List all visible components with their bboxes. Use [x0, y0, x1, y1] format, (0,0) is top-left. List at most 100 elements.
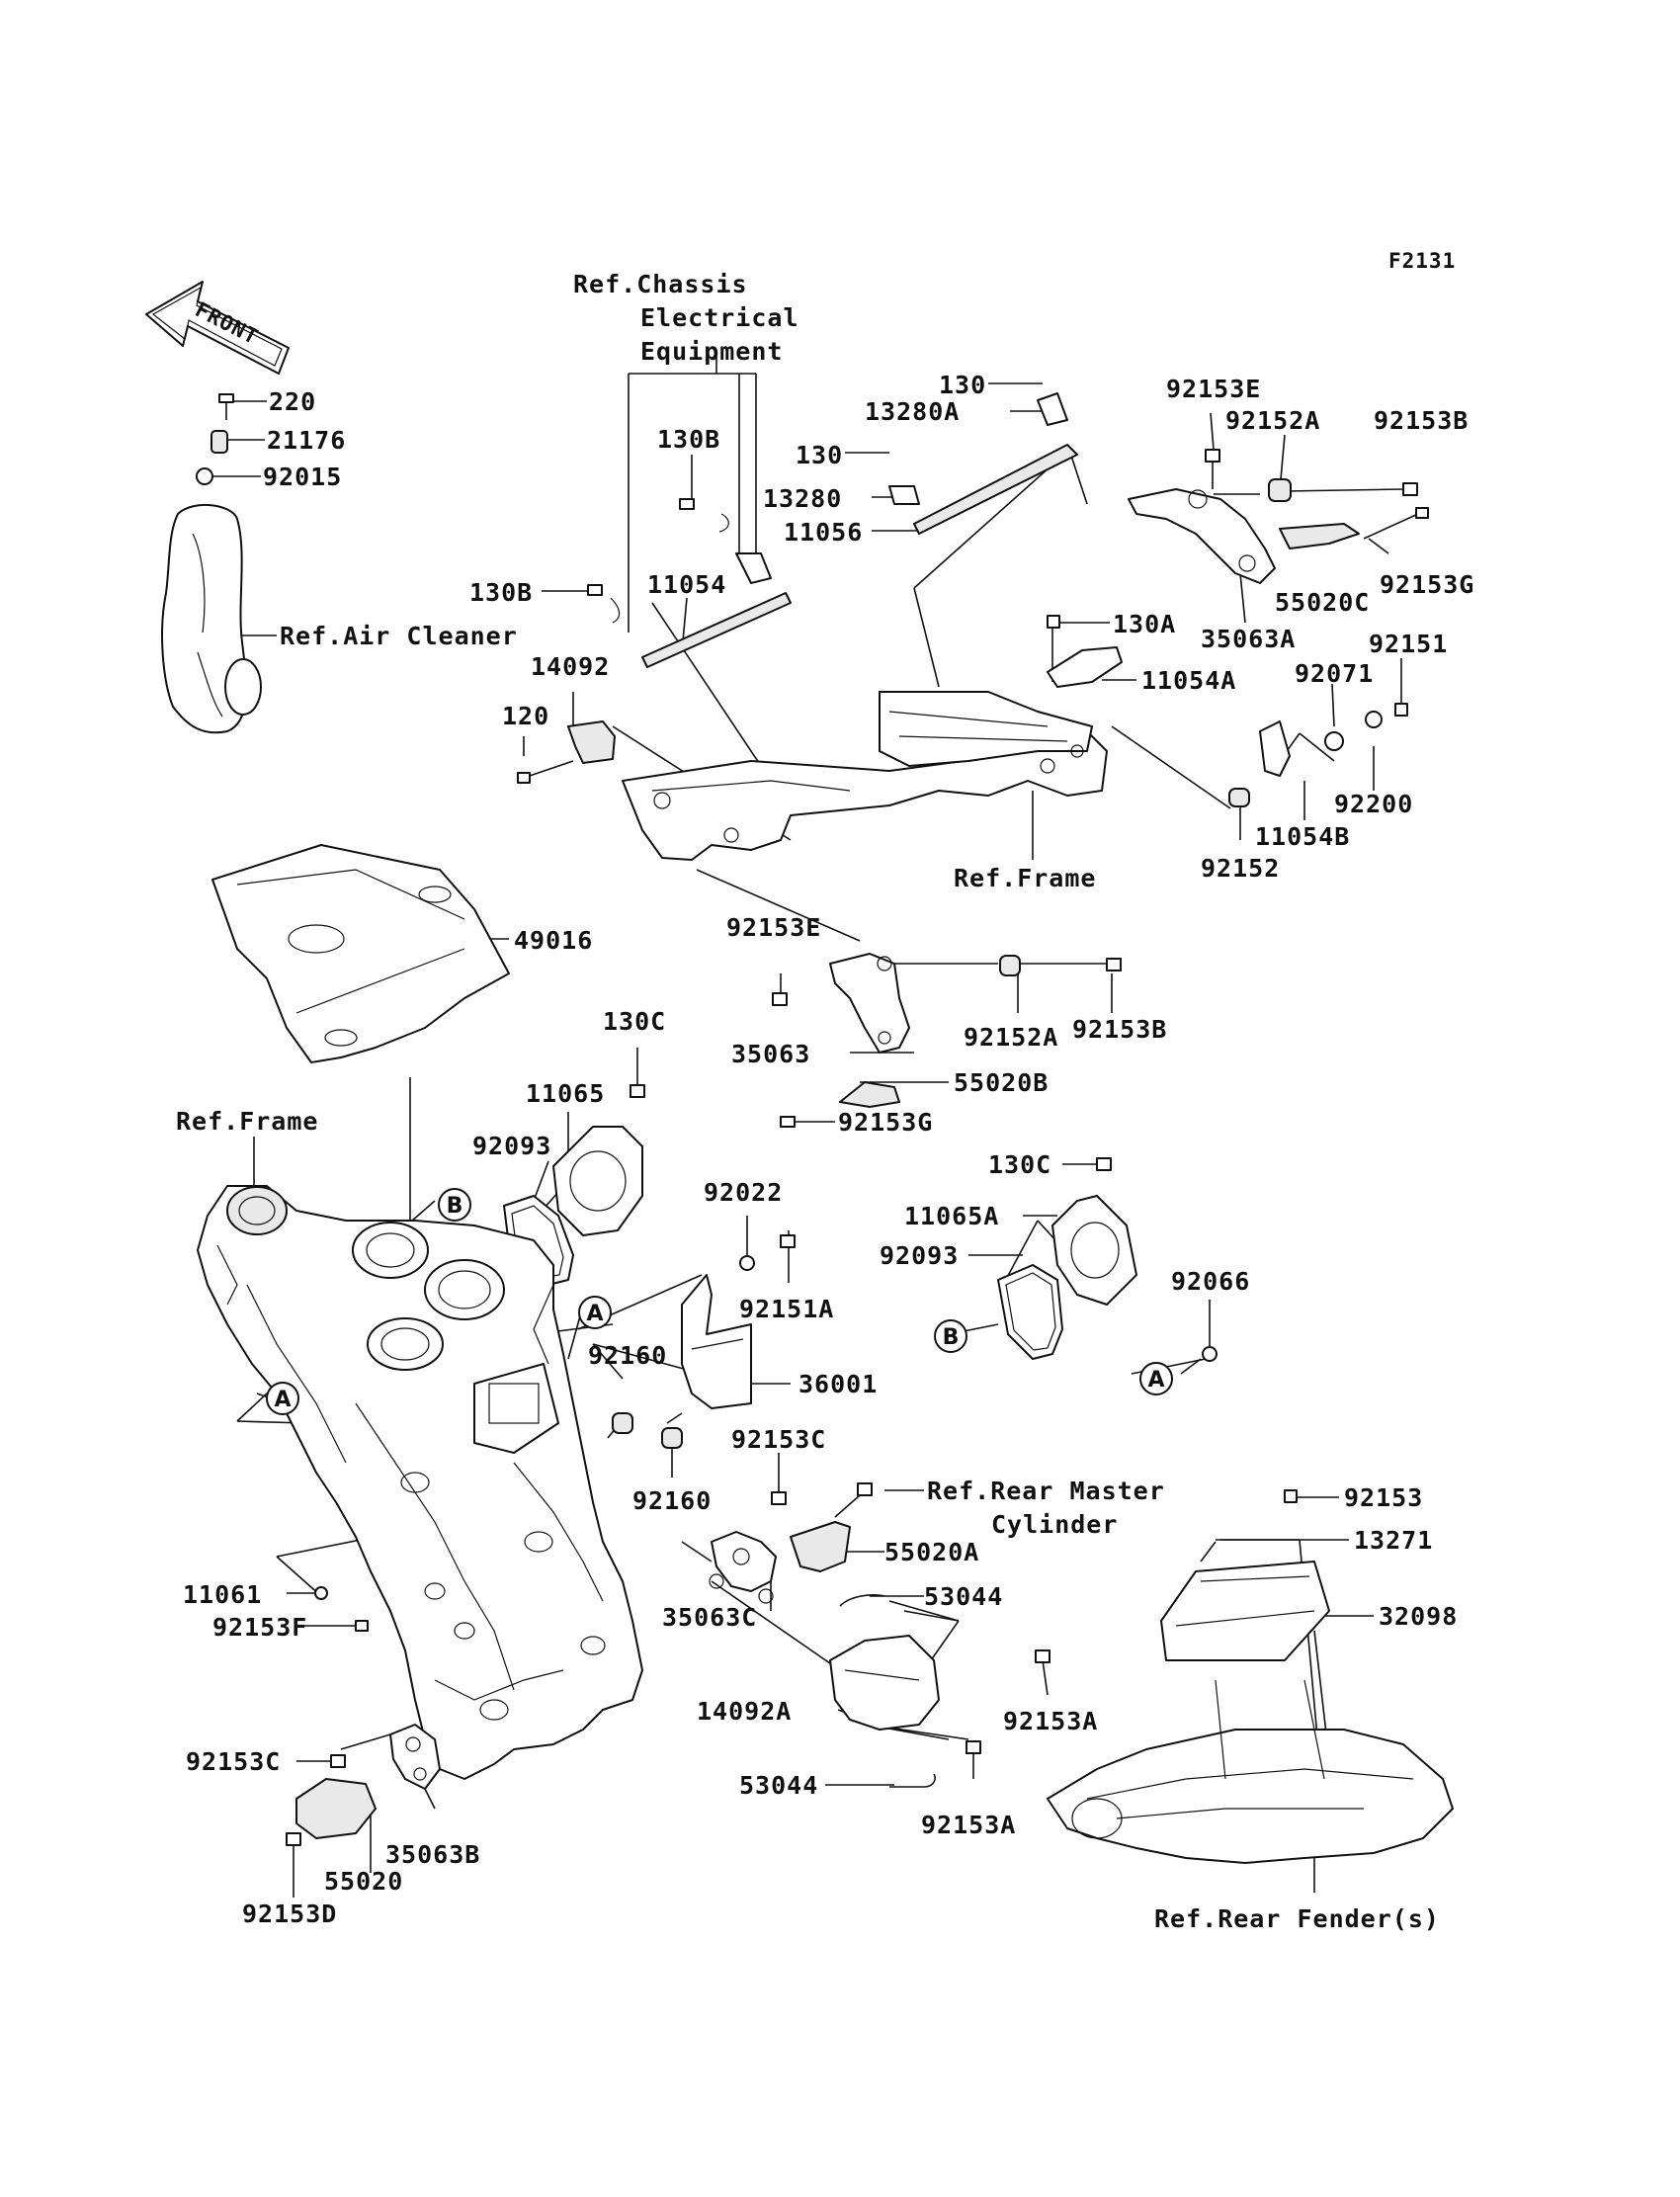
svg-text:B: B	[447, 1194, 463, 1219]
part-number-labels: 220 21176 92015 130 13280A 130B 130 1328…	[183, 371, 1474, 1928]
part-label: 55020B	[954, 1068, 1049, 1097]
bolt-92153G-icon	[1415, 507, 1429, 519]
part-label: 130B	[657, 425, 720, 454]
part-label: 36001	[798, 1370, 878, 1398]
part-label: 11054A	[1141, 666, 1236, 695]
ref-chassis-electrical: Ref.Chassis	[573, 270, 748, 298]
part-label: 92153B	[1072, 1015, 1167, 1044]
rear-fender	[1047, 1679, 1454, 1864]
part-label: 11056	[784, 518, 863, 547]
ref-rear-master: Ref.Rear Master	[927, 1477, 1165, 1505]
part-label: 55020	[324, 1867, 403, 1896]
part-label: 92066	[1171, 1267, 1250, 1296]
bracket-11056	[888, 392, 1078, 535]
part-label: 92200	[1334, 790, 1413, 818]
part-label: 92153E	[1166, 375, 1261, 403]
part-label: 11054	[647, 570, 726, 599]
bolt-120-icon	[517, 760, 574, 784]
bolt-92151A-icon	[780, 1234, 796, 1248]
bushing-92160-icon	[612, 1412, 683, 1449]
part-label: 14092A	[697, 1697, 792, 1726]
frame-main-left	[197, 1185, 643, 1780]
part-label: 92015	[263, 463, 342, 491]
part-label: 11065	[526, 1079, 605, 1108]
part-label: 11054B	[1255, 822, 1350, 851]
marker-a-2: A	[578, 1296, 612, 1329]
part-label: 53044	[924, 1582, 1003, 1611]
cover-49016	[211, 844, 510, 1063]
part-label: 21176	[267, 426, 346, 455]
part-label: 11065A	[904, 1202, 999, 1230]
part-label: 92153E	[726, 913, 821, 942]
battery-case-32098	[1160, 1561, 1330, 1661]
marker-b-1: B	[438, 1188, 471, 1222]
part-label: 130	[939, 371, 986, 399]
part-label: 55020A	[884, 1538, 979, 1566]
marker-a-1: A	[266, 1382, 299, 1415]
part-label: 11061	[183, 1580, 262, 1609]
bracket-35063A	[1128, 488, 1276, 584]
bolt-92153B-b-icon	[1106, 958, 1122, 972]
ref-frame-top: Ref.Frame	[954, 864, 1096, 892]
gasket-92093-b	[997, 1264, 1063, 1360]
part-label: 92022	[704, 1178, 783, 1207]
part-label: 92151A	[739, 1295, 834, 1323]
part-label: 35063B	[385, 1840, 480, 1869]
figure-code: F2131	[1388, 249, 1456, 273]
bolt-92153C-icon	[771, 1482, 873, 1518]
part-label: 13271	[1354, 1526, 1433, 1555]
ref-rear-master-2: Cylinder	[991, 1510, 1118, 1539]
part-label: 13280	[763, 484, 842, 513]
bolt-92153A-icon	[966, 1649, 1050, 1754]
part-label: 92153F	[212, 1613, 307, 1642]
part-label: 92153D	[242, 1900, 337, 1928]
duct-11065	[552, 1084, 645, 1236]
part-label: 92153	[1344, 1483, 1423, 1512]
part-label: 35063C	[662, 1603, 757, 1632]
part-label: 92153G	[1380, 570, 1474, 599]
grommet-92066-icon	[1202, 1346, 1218, 1362]
part-label: 130	[796, 441, 843, 469]
part-label: 92153B	[1374, 406, 1469, 435]
part-label: 92153A	[1003, 1707, 1098, 1735]
part-label: 130A	[1113, 610, 1176, 638]
bushing-92152A-icon	[1268, 478, 1292, 502]
plate-55020	[295, 1778, 377, 1839]
part-label: 120	[502, 702, 549, 730]
duct-11065A	[1051, 1157, 1137, 1306]
ref-chassis-electrical-3: Equipment	[640, 337, 783, 366]
bracket-11054	[641, 552, 792, 668]
bracket-11054A	[1047, 615, 1123, 688]
grommet-11061-icon	[314, 1586, 369, 1632]
plate-55020A	[790, 1521, 851, 1572]
bracket-11054B	[1228, 703, 1408, 807]
part-label: 92093	[472, 1132, 551, 1160]
svg-text:A: A	[586, 1302, 603, 1326]
part-label: 220	[269, 387, 316, 416]
washer-92015-icon	[196, 467, 213, 485]
ref-rear-fender: Ref.Rear Fender(s)	[1154, 1904, 1440, 1933]
bracket-35063	[829, 953, 910, 1054]
part-label: 92153G	[838, 1108, 933, 1137]
part-label: 130B	[469, 578, 533, 607]
bolt-92153D-icon	[286, 1832, 301, 1846]
leader-lines	[211, 351, 1419, 1898]
plate-55020B	[839, 1081, 900, 1108]
air-cleaner-duct	[161, 503, 262, 734]
part-label: 92151	[1369, 630, 1448, 658]
bolt-92153E-b-icon	[772, 992, 788, 1006]
ref-air-cleaner: Ref.Air Cleaner	[280, 622, 518, 650]
svg-text:B: B	[943, 1325, 960, 1350]
part-label: 92153A	[921, 1811, 1016, 1839]
bracket-35063C	[709, 1531, 777, 1604]
marker-a-3: A	[1139, 1362, 1173, 1395]
part-label: 53044	[739, 1771, 818, 1800]
part-label: 92153C	[186, 1747, 281, 1776]
hose-53044-icon	[839, 1594, 936, 1788]
clip-130B-icon	[587, 498, 729, 624]
band-13271	[1200, 1489, 1300, 1563]
bracket-35063B	[389, 1724, 441, 1790]
frame-top	[622, 691, 1108, 861]
part-label: 32098	[1379, 1602, 1458, 1631]
